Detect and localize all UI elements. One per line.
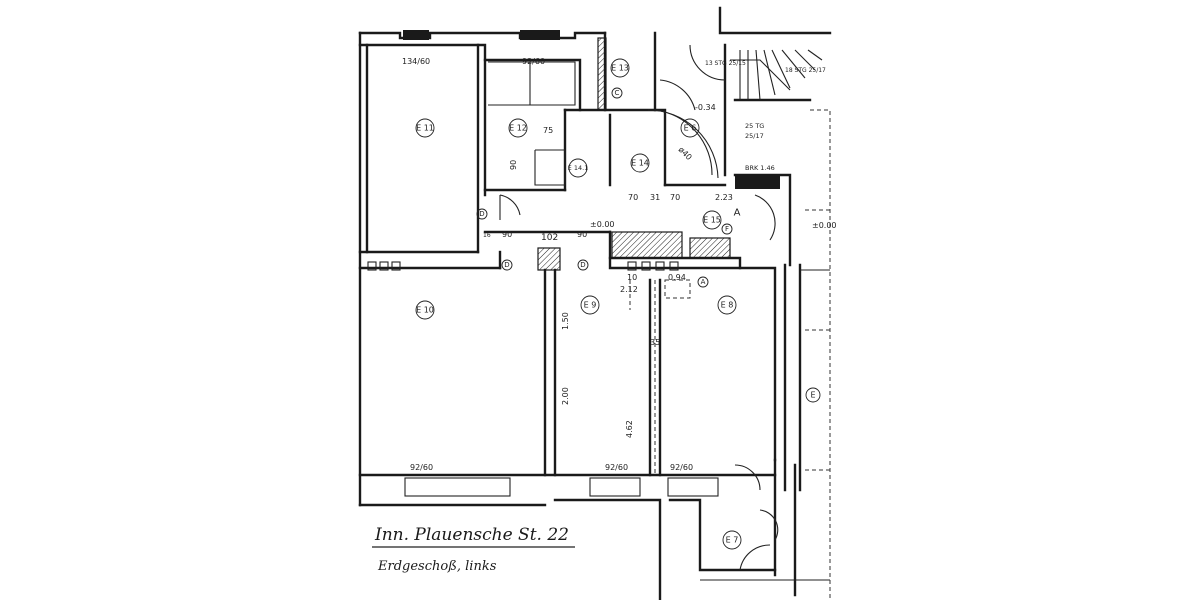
stair-label-brk: BRK 1.46 xyxy=(745,164,775,172)
marker-d-2: D xyxy=(504,261,509,269)
room-e8: E 8 xyxy=(721,301,734,310)
marker-d-3: D xyxy=(580,261,585,269)
marker-a-2: A xyxy=(701,278,706,286)
room-e9: E 9 xyxy=(584,301,597,310)
room-e15: E 15 xyxy=(703,216,721,225)
dim-35: 35 xyxy=(650,338,660,347)
marker-a-entrance: A xyxy=(734,208,741,219)
dimension-labels: 75 90 16 90 102 90 70 31 70 2.23 2.12 1.… xyxy=(483,103,837,438)
dim-16: 16 xyxy=(483,232,491,239)
staircase xyxy=(730,49,823,101)
room-e7: E 7 xyxy=(726,536,739,545)
room-labels: E 11 E 12 E 13 E 6 E 14 E 14.1 E 15 E 10… xyxy=(415,58,821,550)
walls xyxy=(358,6,832,600)
dim-d40: ø40 xyxy=(677,145,694,162)
window-labels: 134/60 92/60 92/60 92/60 92/60 xyxy=(402,57,693,472)
room-e-neighbour: E xyxy=(810,391,815,400)
stair-label-13stg: 13 STG 25/15 xyxy=(705,60,746,67)
window-label-e8: 92/60 xyxy=(670,463,693,472)
dim-2-23: 2.23 xyxy=(715,193,733,202)
dim-1-50: 1.50 xyxy=(561,312,570,330)
marker-f: F xyxy=(725,225,729,233)
plan-subtitle: Erdgeschoß, links xyxy=(377,559,497,574)
window-label-e10: 92/60 xyxy=(410,463,433,472)
dim-4-62: 4.62 xyxy=(625,420,634,438)
dim-pm-0-00-b: ±0.00 xyxy=(812,221,837,230)
room-e13: E 13 xyxy=(611,64,629,73)
window-label-e9: 92/60 xyxy=(605,463,628,472)
dim-70-a: 70 xyxy=(628,193,638,202)
marker-c: C xyxy=(615,89,620,97)
stair-label-25-17: 25/17 xyxy=(745,132,764,140)
dim-70-b: 70 xyxy=(670,193,680,202)
stair-label-18stg: 18 STG 25/17 xyxy=(785,67,826,74)
stair-label-25tg: 25 TG xyxy=(745,122,764,130)
dim-10: 10 xyxy=(627,273,637,282)
dim-0-94: 0.94 xyxy=(668,273,686,282)
dim-90-b: 90 xyxy=(577,230,587,239)
plan-title: Inn. Plauensche St. 22 xyxy=(374,525,569,545)
room-e10: E 10 xyxy=(416,306,434,315)
room-e14: E 14 xyxy=(631,159,649,168)
dim-2-00: 2.00 xyxy=(561,387,570,405)
room-e11: E 11 xyxy=(416,124,434,133)
dim-2-12: 2.12 xyxy=(620,285,638,294)
room-e6: E 6 xyxy=(684,124,697,133)
dim-minus-0-34: -0.34 xyxy=(695,103,716,112)
dim-102: 102 xyxy=(541,233,558,243)
markers: D D D C F A A xyxy=(476,87,741,288)
marker-d-1: D xyxy=(479,210,484,218)
room-e12: E 12 xyxy=(509,124,527,133)
dim-90-vert: 90 xyxy=(509,160,518,170)
window-label-e11: 134/60 xyxy=(402,57,430,66)
dim-75: 75 xyxy=(543,126,553,135)
dim-pm-0-00-a: ±0.00 xyxy=(590,220,615,229)
room-e14-1: E 14.1 xyxy=(568,164,589,172)
window-label-e12: 92/60 xyxy=(522,57,545,66)
stair-labels: 13 STG 25/15 18 STG 25/17 25 TG 25/17 BR… xyxy=(705,60,826,172)
dim-90-a: 90 xyxy=(502,230,512,239)
dim-31: 31 xyxy=(650,193,660,202)
